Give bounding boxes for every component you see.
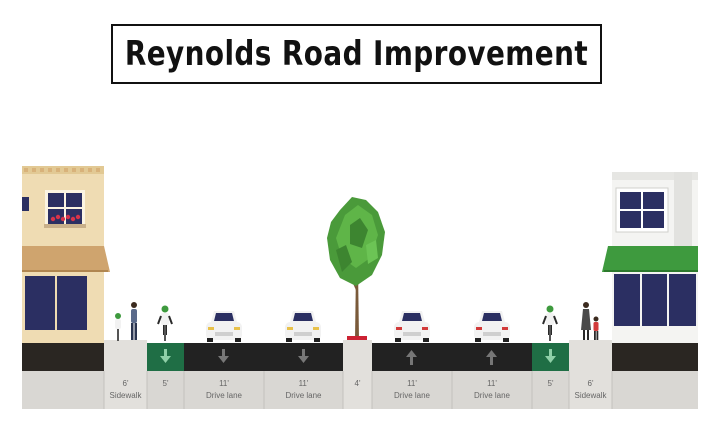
- segment-label-drive-2: 11'Drive lane: [285, 379, 322, 400]
- segment-label-bike-left: 5': [162, 379, 169, 388]
- tree-icon: [327, 197, 385, 340]
- segment-label-drive-3: 11'Drive lane: [393, 379, 430, 400]
- building-right: [602, 172, 698, 343]
- segment-label-drive-1: 11'Drive lane: [205, 379, 242, 400]
- median: [343, 340, 372, 409]
- pedestrian-icon: [593, 316, 599, 340]
- car-icon: [474, 311, 510, 342]
- car-icon: [285, 311, 321, 342]
- segment-label-sidewalk-left: 6'Sidewalk: [109, 379, 142, 400]
- car-icon: [206, 311, 242, 342]
- segment-label-drive-4: 11'Drive lane: [473, 379, 510, 400]
- title-box: Reynolds Road Improvement: [111, 24, 602, 84]
- car-icon: [394, 311, 430, 342]
- down-arrow-icon: [160, 349, 171, 363]
- page-title: Reynolds Road Improvement: [124, 34, 589, 74]
- segment-label-median: 4': [354, 379, 361, 388]
- pedestrian-icon: [581, 302, 591, 340]
- down-arrow-icon: [545, 349, 556, 363]
- building-left: [22, 166, 110, 343]
- drive-lanes-north: [372, 343, 532, 371]
- sidewalk-left: [104, 340, 147, 409]
- cyclist-icon: [157, 305, 173, 341]
- up-arrow-icon: [486, 350, 497, 365]
- cyclist-icon: [115, 313, 121, 341]
- segment-label-sidewalk-right: 6'Sidewalk: [574, 379, 607, 400]
- down-arrow-icon: [298, 349, 309, 363]
- down-arrow-icon: [218, 349, 229, 363]
- pedestrian-icon: [131, 302, 137, 340]
- segment-label-bike-right: 5': [547, 379, 554, 388]
- drive-lanes-south: [184, 343, 343, 371]
- cyclist-icon: [542, 305, 558, 341]
- sidewalk-right: [569, 340, 612, 409]
- up-arrow-icon: [406, 350, 417, 365]
